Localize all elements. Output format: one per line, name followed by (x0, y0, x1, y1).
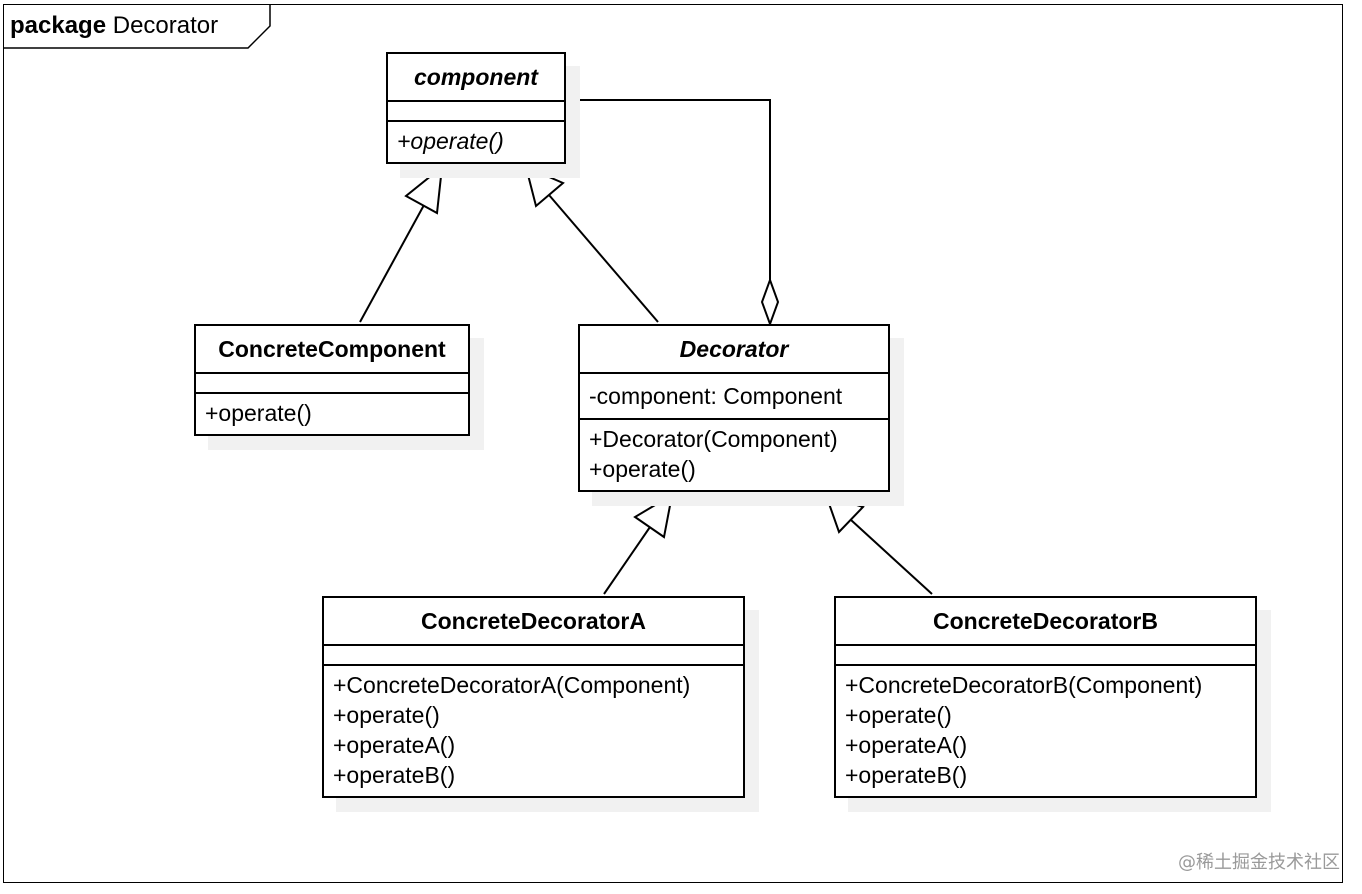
class-name: ConcreteDecoratorB (836, 598, 1255, 646)
class-component[interactable]: component +operate() (386, 52, 566, 164)
class-attributes (196, 374, 468, 394)
operation: +operateB() (845, 762, 968, 788)
generalization-concretecomponent-line (359, 204, 425, 323)
generalization-arrowhead (824, 493, 865, 534)
package-tab (3, 4, 271, 49)
operation: +operateB() (333, 762, 456, 788)
attribute: -component: Component (589, 383, 843, 409)
generalization-arrowhead (633, 493, 674, 539)
class-operations: +Decorator(Component) +operate() (580, 420, 888, 490)
class-attributes: -component: Component (580, 374, 888, 420)
operation: +operate() (397, 128, 504, 154)
operation: +ConcreteDecoratorB(Component) (845, 672, 1203, 698)
generalization-arrowhead (524, 165, 565, 208)
generalization-decoratora-line (603, 526, 651, 595)
class-concrete-decorator-a[interactable]: ConcreteDecoratorA +ConcreteDecoratorA(C… (322, 596, 745, 798)
class-name: ConcreteComponent (196, 326, 468, 374)
operation: +operate() (589, 456, 696, 482)
operation: +operate() (845, 702, 952, 728)
class-name: Decorator (580, 326, 888, 374)
generalization-decorator-line (548, 194, 659, 323)
class-decorator[interactable]: Decorator -component: Component +Decorat… (578, 324, 890, 492)
class-operations: +ConcreteDecoratorB(Component) +operate(… (836, 666, 1255, 796)
operation: +ConcreteDecoratorA(Component) (333, 672, 691, 698)
operation: +operate() (205, 400, 312, 426)
operation: +Decorator(Component) (589, 426, 838, 452)
aggregation-line (567, 99, 771, 280)
class-operations: +operate() (388, 122, 564, 162)
class-attributes (836, 646, 1255, 666)
package-name: Decorator (112, 12, 219, 39)
class-name: component (388, 54, 564, 102)
operation: +operateA() (845, 732, 968, 758)
class-attributes (388, 102, 564, 122)
class-operations: +operate() (196, 394, 468, 434)
class-attributes (324, 646, 743, 666)
class-name: ConcreteDecoratorA (324, 598, 743, 646)
watermark: @稀土掘金技术社区 (1178, 852, 1340, 873)
package-keyword: package (10, 12, 107, 39)
package-label: package Decorator (10, 12, 218, 40)
operation: +operate() (333, 702, 440, 728)
generalization-arrowhead (404, 164, 444, 215)
class-concrete-decorator-b[interactable]: ConcreteDecoratorB +ConcreteDecoratorB(C… (834, 596, 1257, 798)
class-concrete-component[interactable]: ConcreteComponent +operate() (194, 324, 470, 436)
generalization-decoratorb-line (850, 519, 933, 595)
class-operations: +ConcreteDecoratorA(Component) +operate(… (324, 666, 743, 796)
operation: +operateA() (333, 732, 456, 758)
aggregation-diamond (760, 277, 780, 327)
package-frame (3, 4, 1343, 883)
